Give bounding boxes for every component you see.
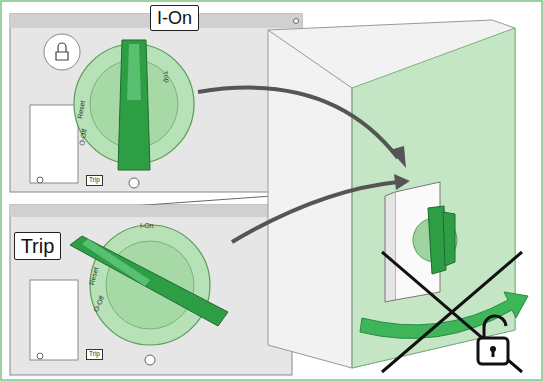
button-label: Trip <box>86 175 103 186</box>
button-label: Trip <box>86 349 103 360</box>
pointer-arrow <box>232 182 398 242</box>
state-callout: I-On <box>150 5 199 31</box>
dial-position-label: I-On <box>140 222 154 229</box>
rotation-arrow <box>360 292 528 338</box>
state-label: Trip <box>21 235 55 258</box>
lock-icon <box>478 316 508 364</box>
state-label: I-On <box>157 8 192 29</box>
prohibited-cross <box>382 252 522 372</box>
state-callout: Trip <box>14 232 61 260</box>
pointer-arrow <box>198 88 398 158</box>
handle-plate-on <box>10 14 302 192</box>
